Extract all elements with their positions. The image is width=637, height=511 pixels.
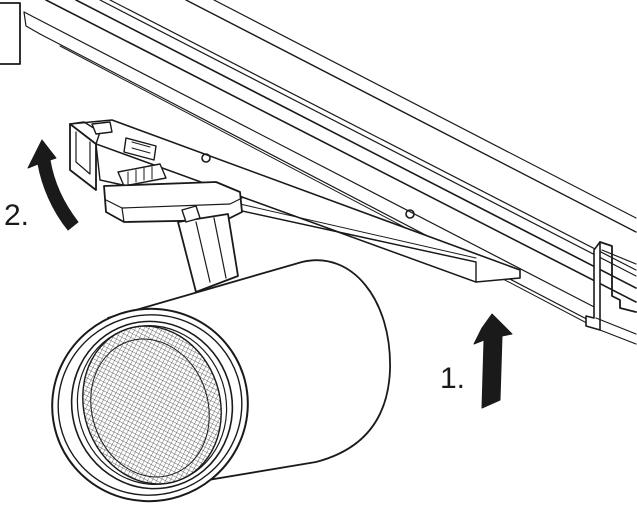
track-rail — [23, 0, 637, 345]
step-2-label: 2. — [4, 199, 30, 232]
spotlight-head — [51, 259, 391, 503]
adapter-body — [69, 119, 521, 283]
stem — [177, 205, 239, 293]
rotate-arrow-icon — [27, 139, 79, 231]
screw-hole-2 — [405, 209, 415, 219]
corner-frame — [0, 2, 21, 65]
honeycomb-louvre — [82, 325, 222, 485]
arrow-up-icon — [473, 313, 513, 409]
screw-hole-1 — [201, 153, 211, 163]
step-1-label: 1. — [440, 362, 466, 395]
